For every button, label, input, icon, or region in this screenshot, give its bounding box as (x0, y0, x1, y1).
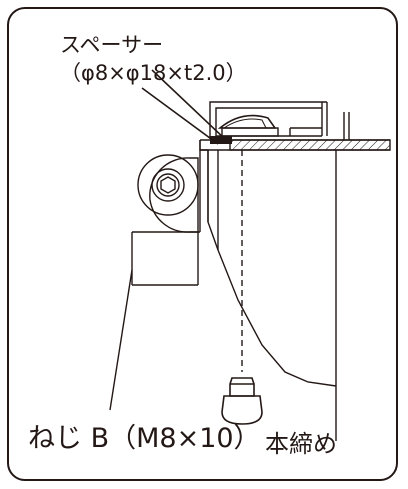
screw-b (221, 377, 263, 425)
side-plate (199, 140, 337, 441)
spacer-spec-label: （φ8×φ18×t2.0） (60, 61, 247, 85)
spacer-part (210, 114, 322, 144)
final-tightening-label: 本締め (265, 430, 337, 458)
left-bracket (109, 140, 201, 411)
spacer-label: スペーサー (60, 33, 164, 57)
screw-label: ねじ B（M8×10） (28, 423, 261, 454)
leader-lines (141, 69, 227, 145)
diagram-frame (7, 7, 398, 481)
